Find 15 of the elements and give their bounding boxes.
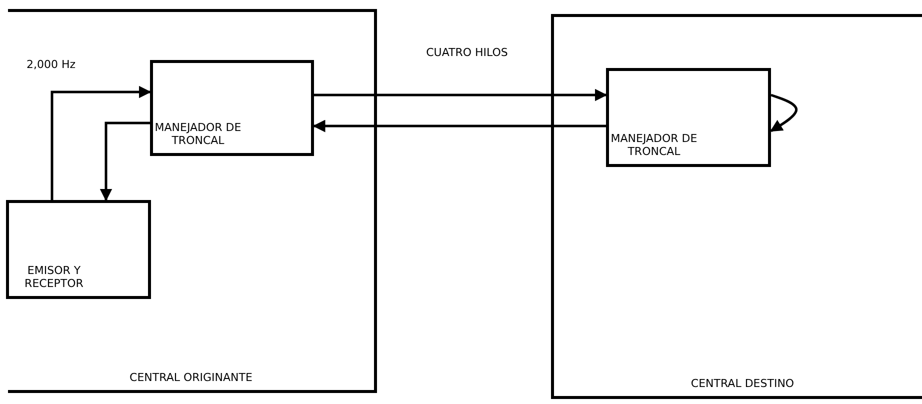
box-label: MANEJADOR DE TRONCAL bbox=[610, 132, 698, 158]
arrow bbox=[314, 88, 608, 102]
arrow bbox=[100, 122, 150, 202]
box-label: MANEJADOR DE TRONCAL bbox=[154, 121, 242, 147]
process-box bbox=[6, 200, 151, 299]
exchange-label: CENTRAL ORIGINANTE bbox=[128, 371, 254, 384]
exchange-area bbox=[8, 9, 377, 393]
arrow bbox=[312, 120, 606, 132]
exchange-label: CENTRAL DESTINO bbox=[690, 377, 796, 390]
arrow bbox=[50, 86, 152, 200]
box-label: EMISOR Y RECEPTOR bbox=[24, 264, 84, 290]
process-box bbox=[606, 68, 771, 167]
arrow bbox=[770, 94, 798, 132]
exchange-area bbox=[551, 14, 922, 399]
process-box bbox=[150, 60, 314, 156]
